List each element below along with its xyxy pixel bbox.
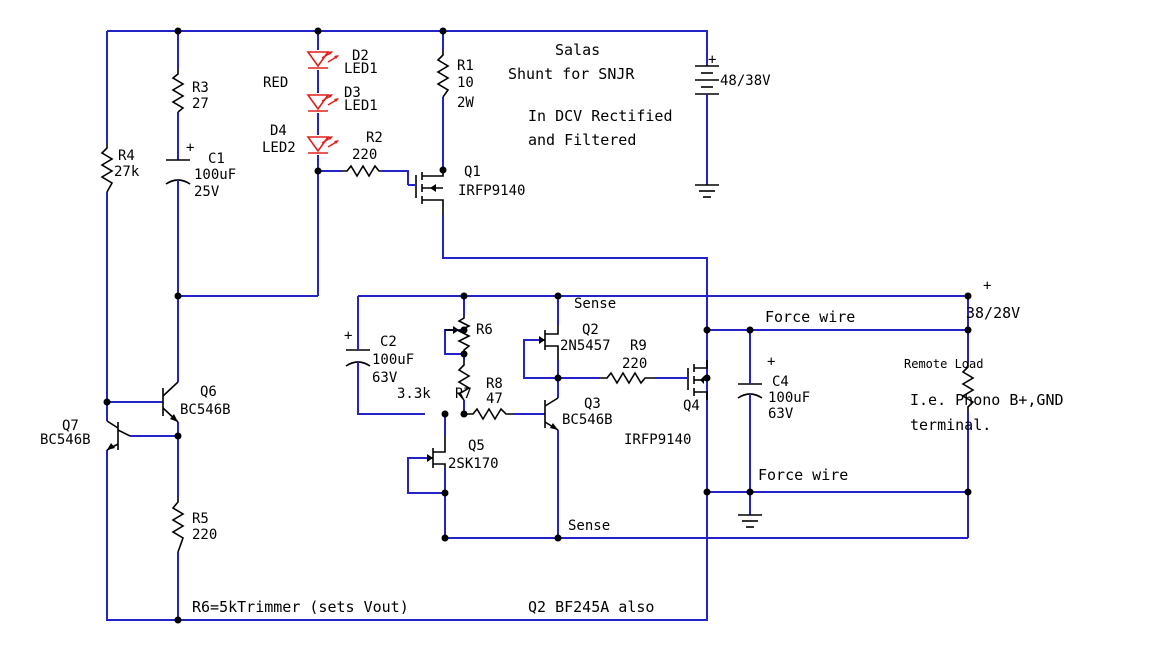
q6-ref: Q6 <box>200 384 217 400</box>
resistor-r3 <box>171 69 185 113</box>
r7-ref: R7 <box>455 386 472 402</box>
jfet-q5 <box>427 435 446 468</box>
capacitor-c1 <box>165 159 191 185</box>
sense-bottom-label: Sense <box>568 518 610 534</box>
capacitor-c2 <box>345 330 371 370</box>
r9-ref: R9 <box>630 338 647 354</box>
load-note-line1: I.e. Phono B+,GND <box>910 391 1064 409</box>
c2-voltage: 63V <box>372 370 398 386</box>
c2-ref: C2 <box>380 334 397 350</box>
supply-voltage: 48/38V <box>720 73 771 89</box>
d4-ref: D4 <box>270 123 287 139</box>
output-plus: + <box>983 278 991 294</box>
r4-value: 27k <box>114 164 140 180</box>
resistor-r4 <box>100 143 114 193</box>
r4-ref: R4 <box>118 148 135 164</box>
q2-value: 2N5457 <box>560 338 611 354</box>
red-led-label: RED <box>263 75 288 91</box>
jfet-q2 <box>539 325 559 360</box>
r8-ref: R8 <box>486 376 503 392</box>
d3-ref: D3 <box>344 85 361 101</box>
r5-value: 220 <box>192 527 217 543</box>
top-rail-wire <box>107 30 708 60</box>
mosfet-q4 <box>680 360 708 400</box>
q6-value: BC546B <box>180 402 231 418</box>
d3-value: LED1 <box>344 98 378 114</box>
input-note-line1: In DCV Rectified <box>528 107 673 125</box>
r3-value: 27 <box>192 96 209 112</box>
resistor-r1 <box>436 50 450 98</box>
resistor-r9 <box>600 371 655 385</box>
r1-ref: R1 <box>457 58 474 74</box>
q5-ref: Q5 <box>468 438 485 454</box>
r2-ref: R2 <box>366 130 383 146</box>
r2-value: 220 <box>352 147 377 163</box>
c1-value: 100uF <box>194 167 236 183</box>
r3-ref: R3 <box>192 80 209 96</box>
q3-ref: Q3 <box>584 396 601 412</box>
battery-symbol <box>695 60 719 100</box>
resistor-r2 <box>342 164 382 178</box>
led-d2 <box>306 51 339 69</box>
resistor-r5 <box>171 497 185 553</box>
battery-plus: + <box>708 52 716 68</box>
mosfet-q1 <box>408 170 444 215</box>
c4-ref: C4 <box>772 374 789 390</box>
bjt-q6 <box>162 381 179 423</box>
d4-value: LED2 <box>262 140 296 156</box>
remote-load-label: Remote Load <box>904 357 983 371</box>
q1-value: IRFP9140 <box>458 183 525 199</box>
r8-value: 47 <box>486 391 503 407</box>
c2-plus: + <box>344 328 352 344</box>
labels: Salas Shunt for SNJR In DCV Rectified an… <box>40 41 1064 616</box>
subtitle-text: Shunt for SNJR <box>508 65 635 83</box>
d2-value: LED1 <box>344 61 378 77</box>
input-note-line2: and Filtered <box>528 131 636 149</box>
c4-value: 100uF <box>768 390 810 406</box>
q4-ref: Q4 <box>683 398 700 414</box>
load-note-line2: terminal. <box>910 416 991 434</box>
remote-load-resistor <box>961 362 975 412</box>
ground-symbol <box>695 184 719 198</box>
q3-value: BC546B <box>562 412 613 428</box>
c4-voltage: 63V <box>768 406 794 422</box>
r6-ref: R6 <box>476 322 493 338</box>
resistor-r7 <box>457 360 471 401</box>
q2-ref: Q2 <box>582 322 599 338</box>
r1-power: 2W <box>457 95 474 111</box>
c4-plus: + <box>767 354 775 370</box>
q1-ref: Q1 <box>464 164 481 180</box>
q5-value: 2SK170 <box>448 456 499 472</box>
r7-value: 3.3k <box>397 386 431 402</box>
r5-ref: R5 <box>192 511 209 527</box>
c2-value: 100uF <box>372 352 414 368</box>
led-d4 <box>306 136 339 154</box>
q2-alt-note: Q2 BF245A also <box>528 598 654 616</box>
output-voltage: 38/28V <box>966 304 1020 322</box>
q4-value: IRFP9140 <box>624 432 691 448</box>
q7-value: BC546B <box>40 432 91 448</box>
capacitor-c4 <box>737 370 763 399</box>
wires <box>106 30 969 621</box>
led-d3 <box>306 94 339 112</box>
sense-top-label: Sense <box>574 296 616 312</box>
force-wire-bottom-label: Force wire <box>758 466 848 484</box>
ground-symbol <box>738 514 762 528</box>
resistor-r8 <box>468 407 513 421</box>
c1-voltage: 25V <box>194 184 220 200</box>
resistor-r6-trimmer <box>457 315 471 354</box>
c1-plus: + <box>186 140 194 156</box>
r1-value: 10 <box>457 75 474 91</box>
q7-ref: Q7 <box>62 418 79 434</box>
c1-ref: C1 <box>208 151 225 167</box>
d2-ref: D2 <box>352 48 369 64</box>
force-wire-top-label: Force wire <box>765 308 855 326</box>
trimmer-note: R6=5kTrimmer (sets Vout) <box>192 598 409 616</box>
r9-value: 220 <box>622 356 647 372</box>
bjt-q7 <box>106 420 131 451</box>
title-text: Salas <box>555 41 600 59</box>
bjt-q3 <box>544 397 559 431</box>
